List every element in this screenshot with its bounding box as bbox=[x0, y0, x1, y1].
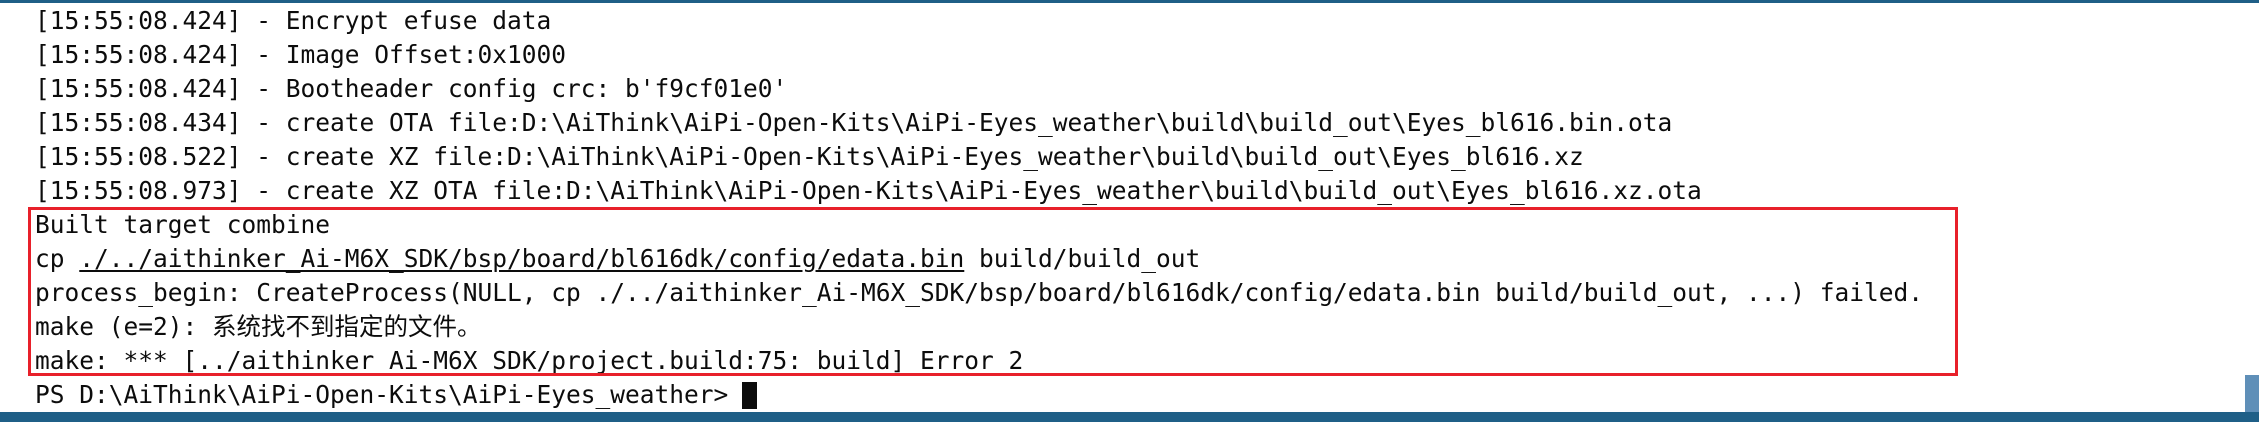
window-top-border bbox=[0, 0, 2259, 3]
cp-command-prefix: cp bbox=[35, 244, 80, 273]
log-line: [15:55:08.973] - create XZ OTA file:D:\A… bbox=[35, 176, 1702, 205]
log-line: [15:55:08.424] - Bootheader config crc: … bbox=[35, 74, 788, 103]
prompt-text: PS D:\AiThink\AiPi-Open-Kits\AiPi-Eyes_w… bbox=[35, 380, 729, 409]
log-line: [15:55:08.434] - create OTA file:D:\AiTh… bbox=[35, 108, 1673, 137]
scrollbar-thumb[interactable] bbox=[2245, 375, 2259, 412]
error-highlight-box bbox=[28, 207, 1958, 376]
error-line-make-error: make: *** [../aithinker_Ai-M6X_SDK/proje… bbox=[35, 346, 1024, 375]
log-line: [15:55:08.522] - create XZ file:D:\AiThi… bbox=[35, 142, 1584, 171]
command-prompt-line[interactable]: PS D:\AiThink\AiPi-Open-Kits\AiPi-Eyes_w… bbox=[0, 378, 2259, 412]
terminal-output: [15:55:08.424] - Encrypt efuse data [15:… bbox=[0, 4, 2259, 412]
error-line-process-begin: process_begin: CreateProcess(NULL, cp ./… bbox=[35, 278, 1924, 307]
cp-source-path: ./../aithinker_Ai-M6X_SDK/bsp/board/bl61… bbox=[79, 244, 965, 273]
error-line-cp-command: cp ./../aithinker_Ai-M6X_SDK/bsp/board/b… bbox=[0, 242, 2259, 276]
error-line-make-e2: make (e=2): 系统找不到指定的文件。 bbox=[35, 312, 482, 341]
log-line: [15:55:08.424] - Image Offset:0x1000 bbox=[35, 40, 567, 69]
cp-destination: build/build_out bbox=[964, 244, 1201, 273]
window-bottom-border bbox=[0, 412, 2259, 422]
log-line: [15:55:08.424] - Encrypt efuse data bbox=[35, 6, 552, 35]
error-line-built-target: Built target combine bbox=[35, 210, 331, 239]
text-cursor bbox=[742, 382, 758, 409]
